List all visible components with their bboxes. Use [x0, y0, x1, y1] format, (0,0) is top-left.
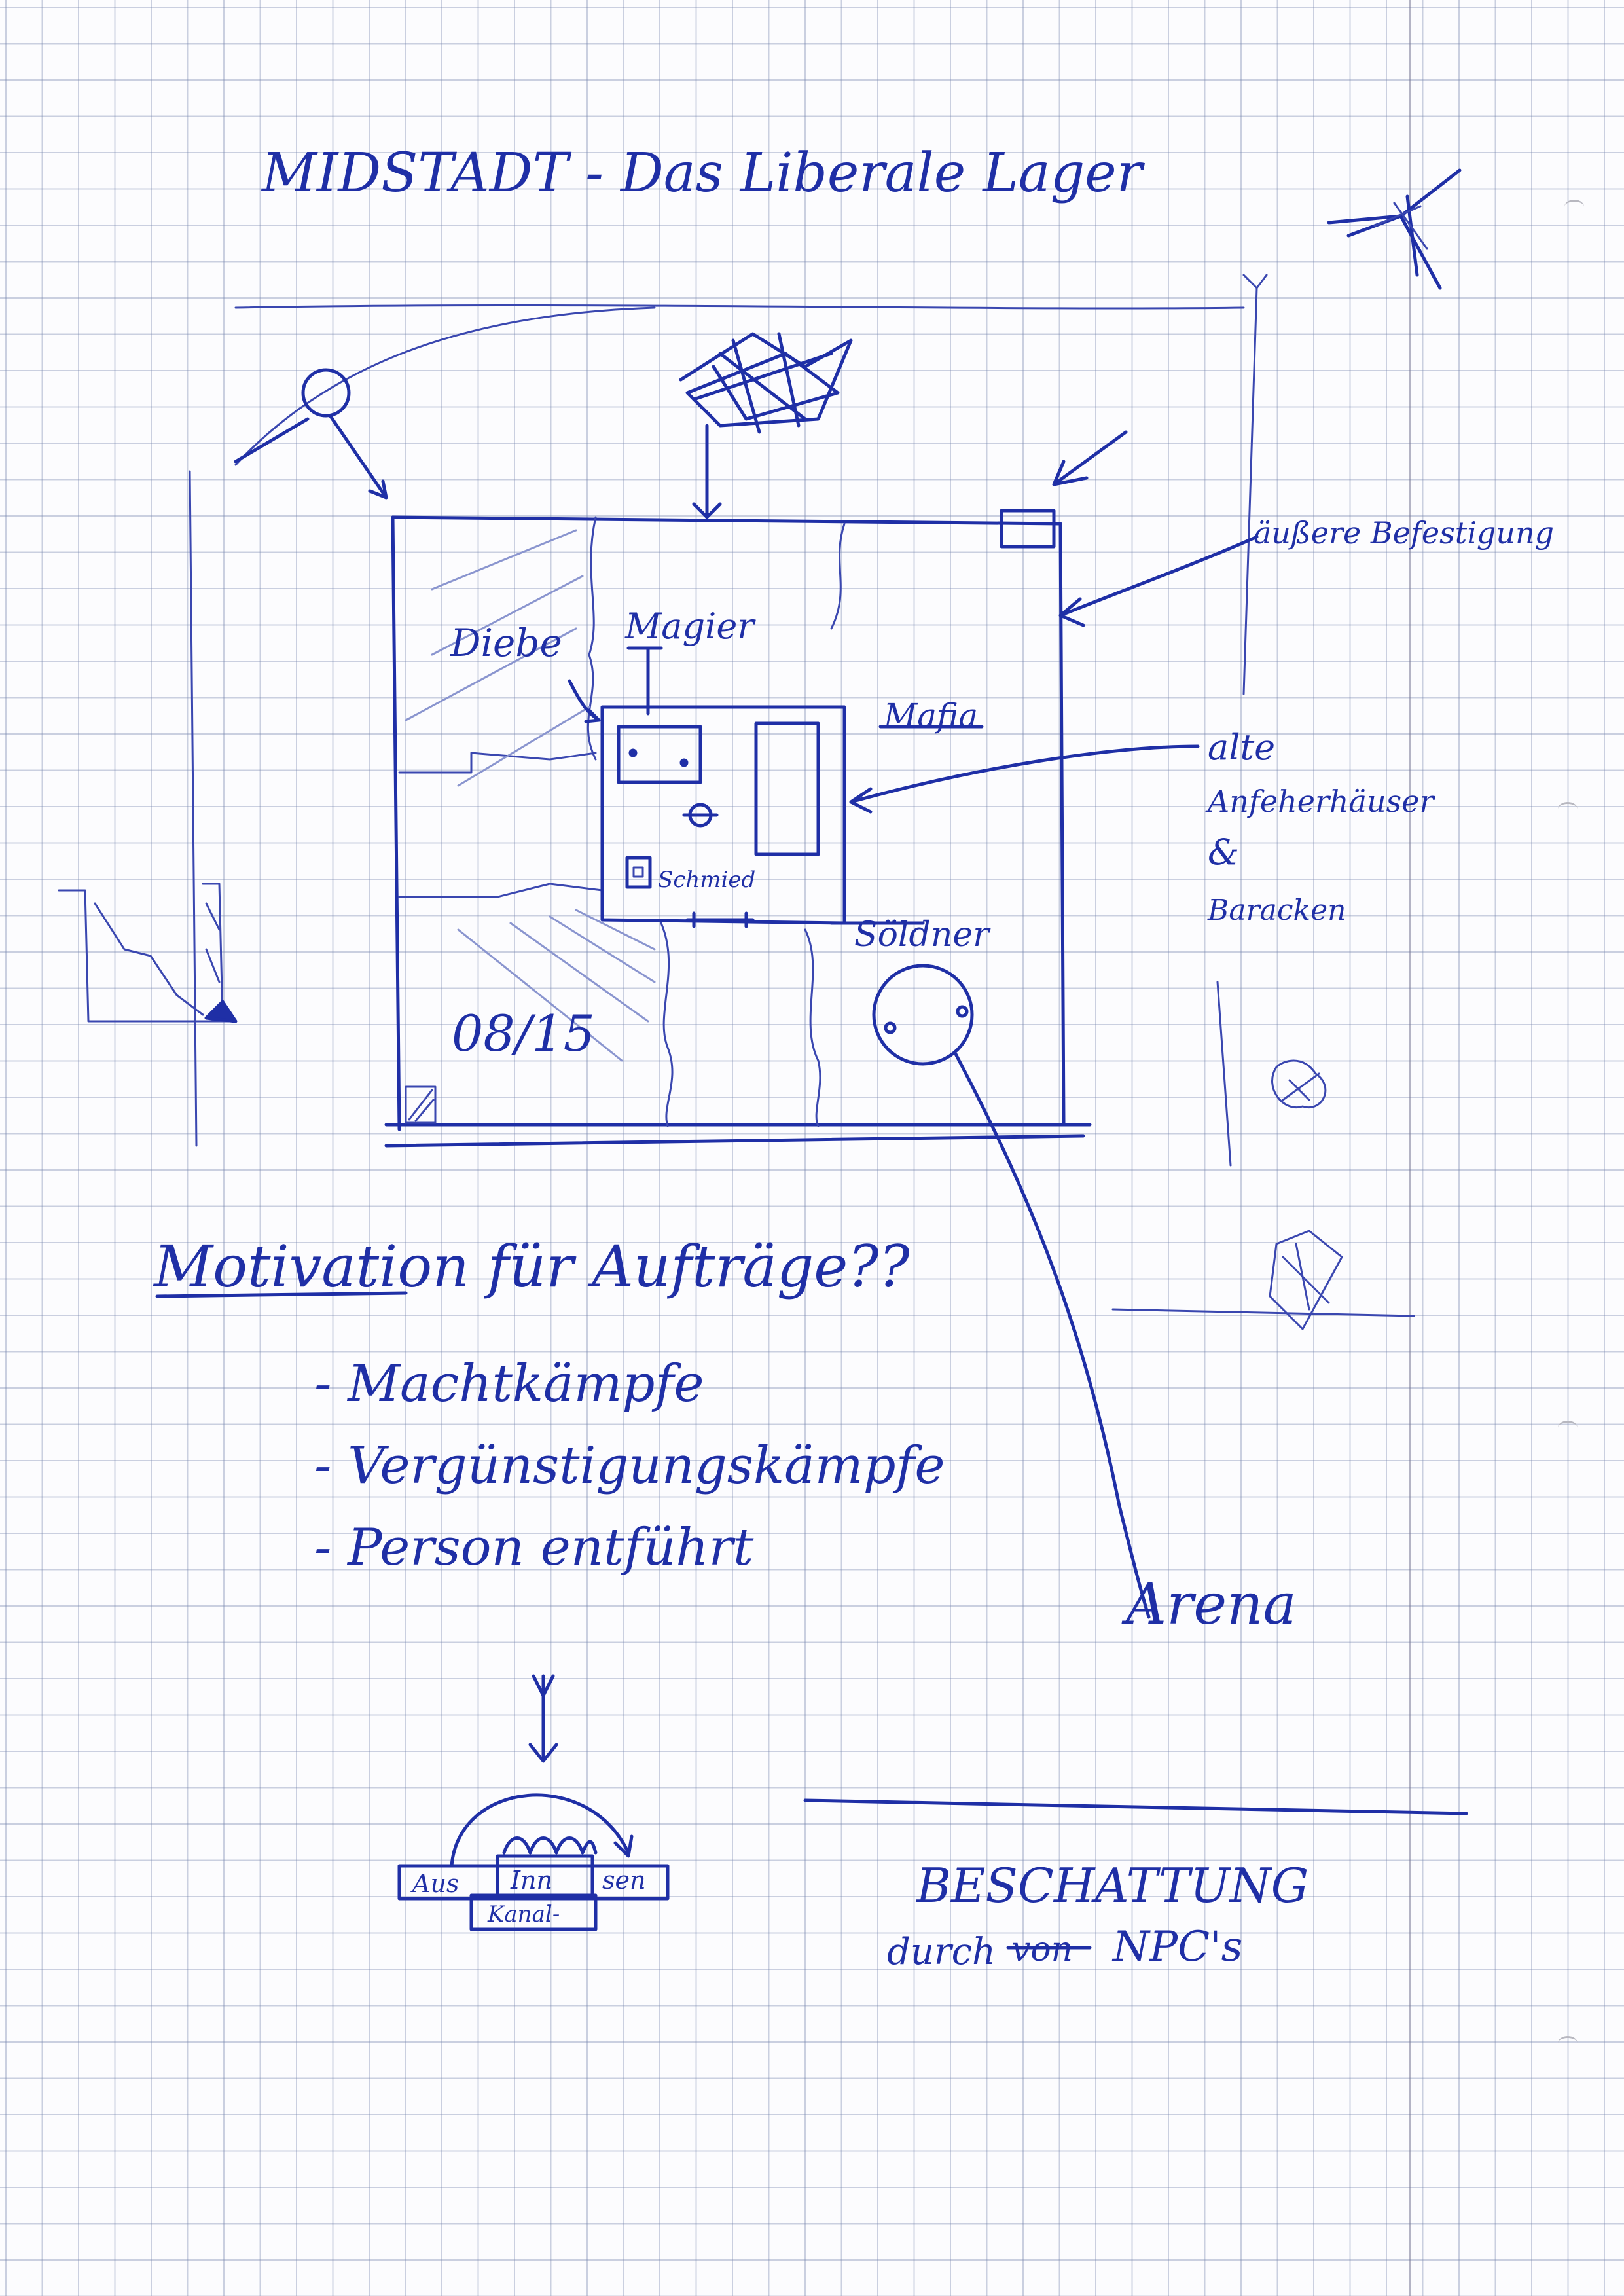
- gate-label-kanal: Kanal-: [487, 1901, 560, 1927]
- motivation-heading: Motivation für Aufträge??: [153, 1233, 910, 1300]
- beschattung-durch: durch: [887, 1931, 996, 1973]
- district-lines: [398, 516, 846, 1127]
- note-baracken: Baracken: [1207, 894, 1346, 927]
- note-ampersand: &: [1208, 831, 1239, 873]
- beschattung-rule: [803, 1798, 1468, 1815]
- gate-label-aus: Aus: [410, 1869, 459, 1898]
- outer-perimeter: [189, 274, 1415, 1317]
- note-aeussere-befestigung: äußere Befestigung: [1254, 515, 1554, 551]
- punch-hole-mark: [1558, 1421, 1578, 1434]
- arena-marker: [872, 964, 1151, 1619]
- note-alte: alte: [1208, 727, 1275, 768]
- label-mafia: Mafia: [883, 697, 978, 735]
- note-anfeherhaeuser: Anfeherhäuser: [1205, 784, 1435, 819]
- page-title: MIDSTADT - Das Liberale Lager: [261, 142, 1146, 204]
- gate-label-inn: Inn: [510, 1866, 552, 1895]
- doodles-right: [1269, 1059, 1343, 1330]
- beschattung-struck-von: von: [1011, 1930, 1073, 1969]
- label-district: 08/15: [452, 1004, 595, 1063]
- motivation-underline: [155, 1291, 408, 1298]
- motivation-item-1: - Machtkämpfe: [314, 1355, 704, 1413]
- star-sketch: [1327, 168, 1462, 290]
- label-soeldner: Söldner: [854, 915, 991, 955]
- gate-sketch: [397, 1674, 670, 1931]
- punch-hole-mark: [1558, 2036, 1578, 2050]
- margin-line: [1409, 0, 1411, 2296]
- beschattung-title: BESCHATTUNG: [915, 1858, 1308, 1913]
- label-magier: Magier: [624, 606, 756, 647]
- gate-label-sen: sen: [602, 1866, 645, 1895]
- camp-outline: [384, 430, 1128, 1148]
- punch-hole-mark: [1564, 200, 1584, 213]
- forest-scribble: [679, 332, 853, 519]
- beschattung-npcs: NPC's: [1111, 1923, 1242, 1971]
- doodle-left: [58, 883, 238, 1023]
- label-diebe: Diebe: [450, 621, 562, 665]
- motivation-item-3: - Person entführt: [314, 1518, 754, 1577]
- attacker-marker: [234, 368, 388, 500]
- label-schmied: Schmied: [658, 867, 755, 893]
- punch-hole-mark: [1558, 802, 1578, 816]
- label-arena: Arena: [1121, 1572, 1297, 1637]
- note-pointers: [829, 535, 1259, 925]
- motivation-item-2: - Vergünstigungskämpfe: [314, 1436, 945, 1495]
